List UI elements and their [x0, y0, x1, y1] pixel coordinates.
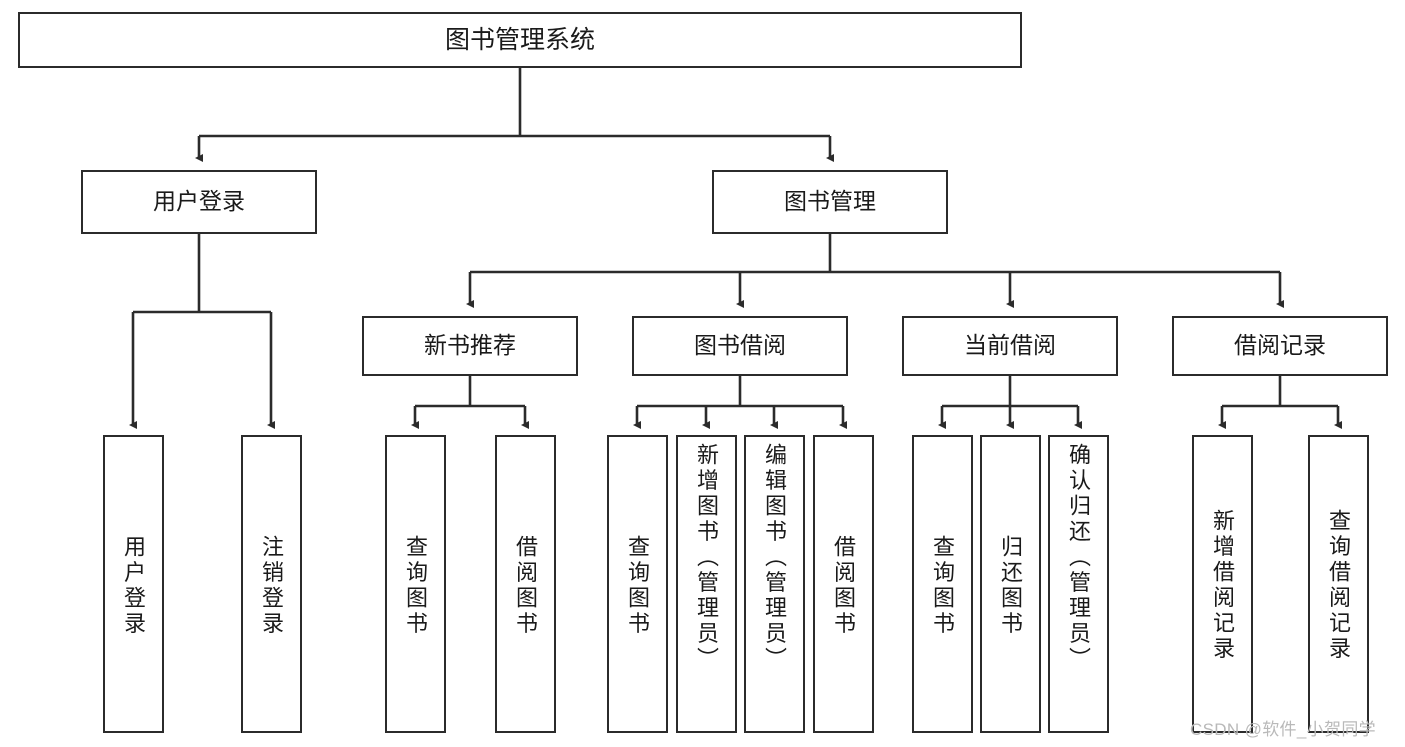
leaf-book-borrow-edit-book-admin[interactable]: 编辑图书（管理员） [744, 435, 805, 733]
node-book-management[interactable]: 图书管理 [712, 170, 948, 234]
node-label: 新书推荐 [424, 332, 516, 359]
node-label: 借阅图书 [831, 534, 857, 638]
leaf-new-book-borrow-books[interactable]: 借阅图书 [495, 435, 556, 733]
node-label: 借阅图书 [513, 534, 539, 638]
node-label: 用户登录 [153, 188, 245, 215]
node-label: 借阅记录 [1234, 332, 1326, 359]
leaf-new-book-query-books[interactable]: 查询图书 [385, 435, 446, 733]
leaf-borrow-record-add-record[interactable]: 新增借阅记录 [1192, 435, 1253, 733]
node-label: 图书管理 [784, 188, 876, 215]
leaf-current-borrow-confirm-return-admin[interactable]: 确认归还（管理员） [1048, 435, 1109, 733]
leaf-user-login-logout[interactable]: 注销登录 [241, 435, 302, 733]
node-label: 编辑图书（管理员） [762, 443, 788, 673]
node-label: 查询图书 [403, 534, 429, 638]
node-label: 新增图书（管理员） [694, 443, 720, 673]
leaf-current-borrow-query-books[interactable]: 查询图书 [912, 435, 973, 733]
leaf-user-login-login[interactable]: 用户登录 [103, 435, 164, 733]
csdn-watermark: CSDN @软件_小贺同学 [1190, 720, 1377, 739]
node-current-borrow[interactable]: 当前借阅 [902, 316, 1118, 376]
leaf-book-borrow-borrow-books[interactable]: 借阅图书 [813, 435, 874, 733]
node-new-book-recommend[interactable]: 新书推荐 [362, 316, 578, 376]
node-borrow-record[interactable]: 借阅记录 [1172, 316, 1388, 376]
node-label: 新增借阅记录 [1210, 509, 1236, 663]
node-label: 查询借阅记录 [1326, 509, 1352, 663]
node-label: 注销登录 [259, 534, 285, 638]
node-label: 归还图书 [998, 534, 1024, 638]
node-label: 当前借阅 [964, 332, 1056, 359]
node-label: 图书借阅 [694, 332, 786, 359]
node-label: 确认归还（管理员） [1066, 443, 1092, 673]
leaf-current-borrow-return-books[interactable]: 归还图书 [980, 435, 1041, 733]
node-user-login[interactable]: 用户登录 [81, 170, 317, 234]
node-book-borrow[interactable]: 图书借阅 [632, 316, 848, 376]
node-label: 查询图书 [930, 534, 956, 638]
leaf-book-borrow-add-book-admin[interactable]: 新增图书（管理员） [676, 435, 737, 733]
node-label: 用户登录 [121, 534, 147, 638]
node-label: 图书管理系统 [444, 26, 595, 54]
node-root-book-management-system[interactable]: 图书管理系统 [18, 12, 1022, 68]
leaf-borrow-record-query-record[interactable]: 查询借阅记录 [1308, 435, 1369, 733]
node-label: 查询图书 [625, 534, 651, 638]
leaf-book-borrow-query-books[interactable]: 查询图书 [607, 435, 668, 733]
